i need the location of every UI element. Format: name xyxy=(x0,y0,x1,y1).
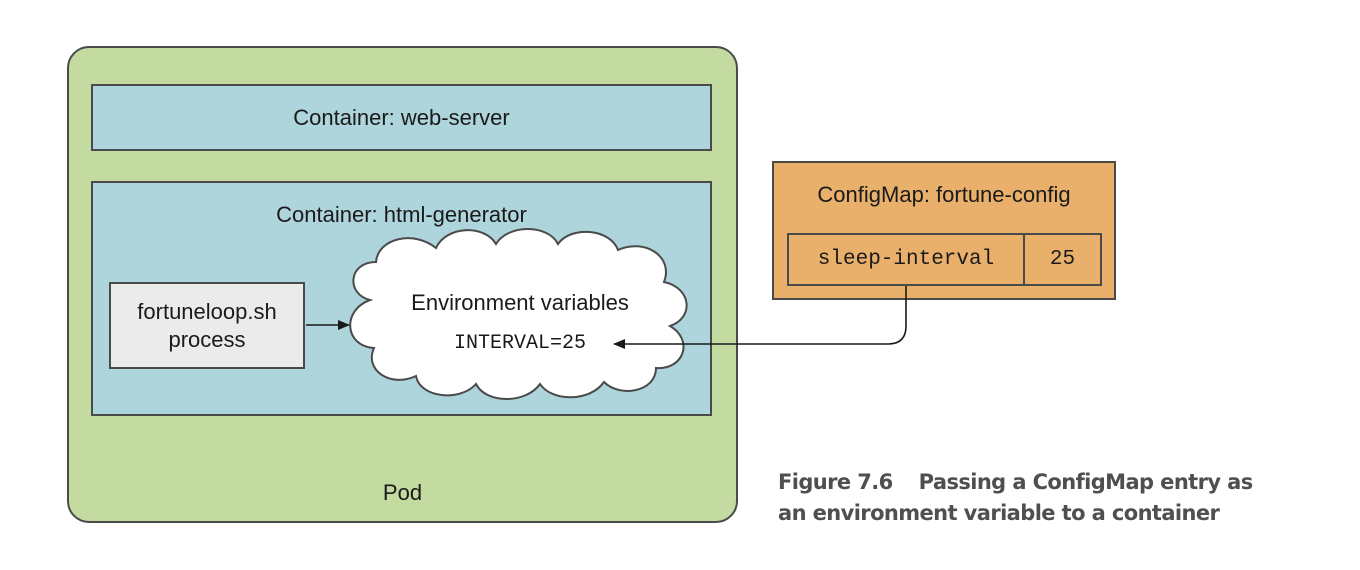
figure-number: Figure 7.6 xyxy=(778,470,893,494)
figure-caption: Figure 7.6 Passing a ConfigMap entry as a… xyxy=(778,467,1338,529)
caption-line-1: Figure 7.6 Passing a ConfigMap entry as xyxy=(778,467,1338,498)
environment-variables-title: Environment variables xyxy=(411,290,629,315)
configmap-box xyxy=(772,161,1116,300)
process-label: process xyxy=(168,326,246,352)
web-server-container-label: Container: web-server xyxy=(293,105,510,130)
process-name: fortuneloop.sh xyxy=(137,298,277,324)
web-server-container xyxy=(91,84,712,151)
configmap-to-env-arrow xyxy=(613,286,907,349)
html-generator-container-label: Container: html-generator xyxy=(276,202,527,227)
pod-label: Pod xyxy=(382,480,423,505)
caption-line-1-text: Passing a ConfigMap entry as xyxy=(918,470,1254,494)
configmap-label: ConfigMap: fortune-config xyxy=(817,182,1071,207)
environment-variables-cloud xyxy=(349,228,688,400)
configmap-entry-value: 25 xyxy=(1023,233,1102,286)
fortuneloop-process-box: fortuneloop.sh process xyxy=(109,282,305,369)
interval-env-variable: INTERVAL=25 xyxy=(453,332,587,355)
caption-line-2: an environment variable to a container xyxy=(778,501,1220,525)
